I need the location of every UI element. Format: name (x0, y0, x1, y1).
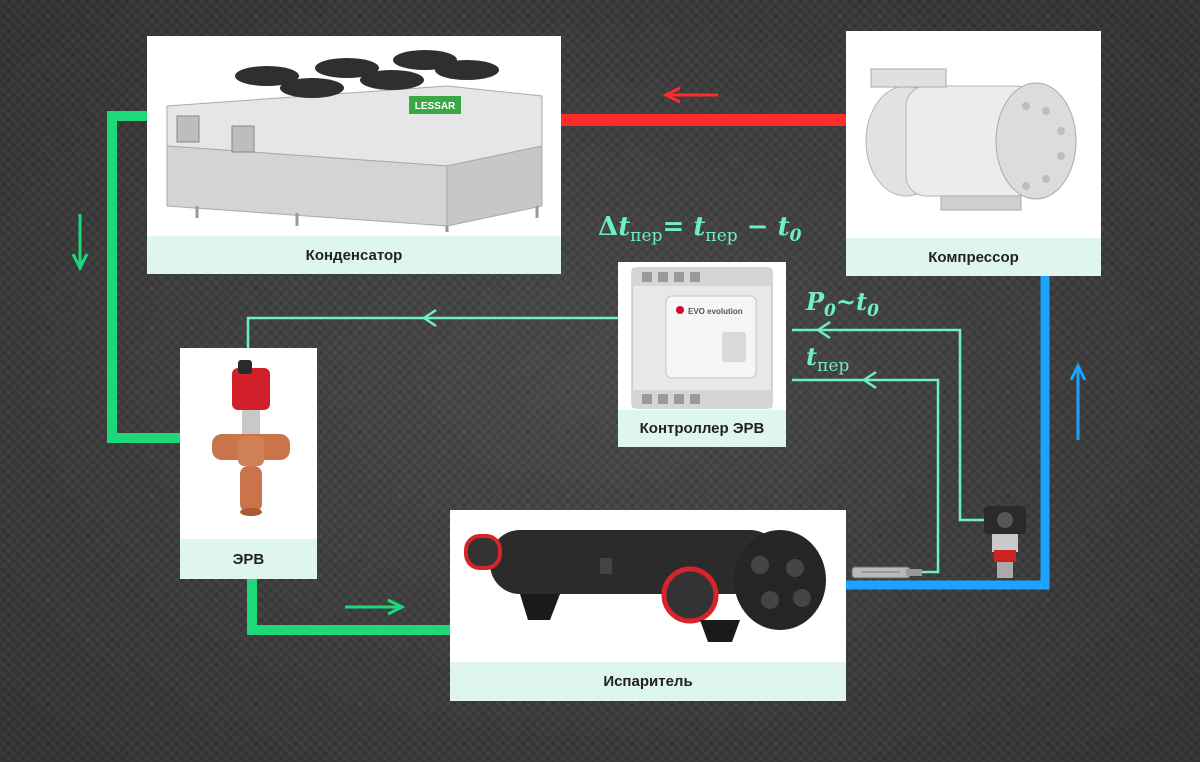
liquid-line-valve-evaporator (247, 578, 452, 635)
temperature-sensor-icon (851, 566, 922, 579)
svg-text:EVO evolution: EVO evolution (688, 307, 743, 316)
superheat-formula: Δtпер= tпер − t0 (598, 212, 802, 247)
controller-label: Контроллер ЭРВ (618, 410, 786, 447)
lessar-logo (409, 96, 461, 114)
condenser-label: Конденсатор (147, 236, 561, 274)
evaporator-card[interactable]: Испаритель (450, 510, 846, 701)
suction-line (846, 276, 1050, 590)
pressure-formula: P0~t0 (806, 287, 879, 321)
temperature-formula: tпер (806, 342, 850, 376)
arrow-up-icon (1069, 362, 1087, 440)
signal-line-controller-valve (246, 316, 622, 348)
signal-arrow-left-icon (861, 370, 877, 390)
arrow-down-icon (71, 214, 89, 272)
signal-arrow-left-icon (421, 308, 437, 328)
signal-arrow-left-icon (815, 320, 831, 340)
condenser-card[interactable]: LESSAR Конденсатор (147, 36, 561, 274)
valve-label: ЭРВ (180, 539, 317, 579)
arrow-left-icon (662, 86, 718, 104)
valve-card[interactable]: ЭРВ (180, 348, 317, 579)
evaporator-label: Испаритель (450, 662, 846, 701)
hot-gas-line (560, 114, 850, 126)
valve-image (212, 360, 290, 516)
evaporator-image (464, 530, 826, 642)
controller-card[interactable]: EVO evolution Контроллер ЭРВ (618, 262, 786, 447)
compressor-image (865, 68, 1077, 211)
pressure-sensor-icon (984, 506, 1026, 578)
compressor-card[interactable]: Компрессор (846, 31, 1101, 276)
svg-text:LESSAR: LESSAR (415, 101, 456, 112)
controller-image: EVO evolution (631, 267, 773, 409)
liquid-line-condenser-valve (107, 111, 180, 443)
arrow-right-icon (345, 598, 406, 616)
condenser-image: LESSAR (166, 50, 543, 232)
signal-line-pressure (792, 328, 988, 522)
compressor-label: Компрессор (846, 238, 1101, 276)
